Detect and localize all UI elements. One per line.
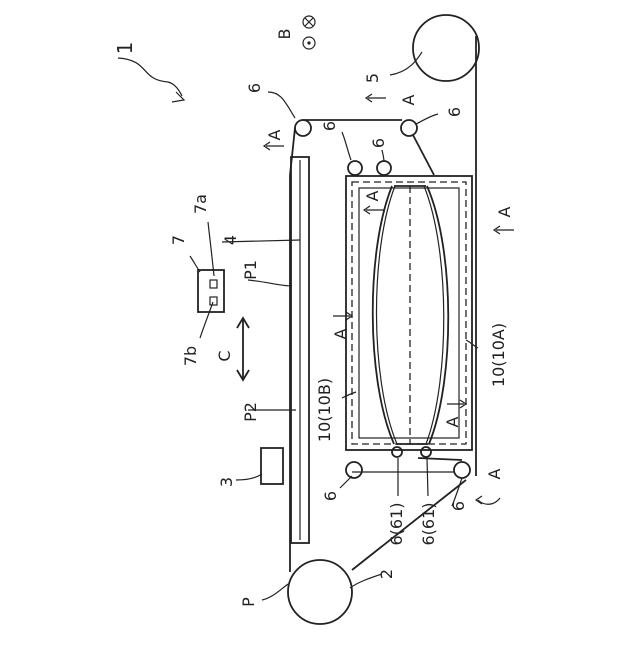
label-a-loop: A: [363, 190, 382, 201]
guide-roller-61-b: [421, 447, 431, 457]
label-6-d: 6: [369, 138, 388, 148]
cross-symbol-x: [305, 18, 313, 26]
label-a-right: A: [495, 206, 514, 217]
label-a-mid: A: [331, 328, 350, 339]
component-3-box: [261, 448, 283, 484]
label-b: B: [275, 29, 294, 40]
label-a-bottom: A: [485, 468, 504, 479]
component-7a-part: [210, 280, 217, 288]
label-6-61-b: 6(61): [419, 502, 438, 545]
arrow-a-bottom-head: [476, 496, 482, 504]
label-7b: 7b: [181, 346, 200, 366]
guide-roller-6-a: [295, 120, 311, 136]
label-5: 5: [363, 73, 382, 83]
label-6-a: 6: [245, 83, 264, 93]
label-1-leader: [118, 58, 182, 96]
guide-roller-6-e: [346, 462, 362, 478]
leader-7: [190, 256, 200, 272]
label-1: 1: [113, 42, 137, 55]
leader-7b: [200, 302, 213, 338]
leader-p: [262, 584, 288, 600]
leader-6-b: [416, 114, 438, 124]
guide-roller-6-b: [401, 120, 417, 136]
belt-lower-return: [352, 480, 466, 570]
label-4: 4: [221, 235, 240, 245]
leader-61-b: [427, 458, 428, 496]
label-6-61-a: 6(61): [387, 502, 406, 545]
guide-roller-6-c: [348, 161, 362, 175]
leader-10b: [342, 392, 356, 398]
roller-5: [413, 15, 479, 81]
component-7b-part: [210, 297, 217, 305]
label-10a: 10(10A): [489, 323, 508, 387]
guide-roller-6-f: [454, 462, 470, 478]
dot-symbol-center: [307, 41, 310, 44]
label-10b: 10(10B): [315, 378, 334, 442]
label-6-e: 6: [321, 491, 340, 501]
guide-roller-61-a: [392, 447, 402, 457]
unit-10A-frame: [346, 176, 472, 450]
guide-roller-6-d: [377, 161, 391, 175]
label-2: 2: [377, 569, 396, 579]
label-a-top: A: [399, 94, 418, 105]
leader-6-a: [268, 92, 295, 118]
label-p1: P1: [241, 260, 260, 280]
label-a-left: A: [265, 129, 284, 140]
label-6-f: 6: [449, 501, 468, 511]
label-6-b: 6: [445, 107, 464, 117]
label-1-arrowhead: [172, 92, 184, 102]
label-a-inner-bottom: A: [443, 416, 462, 427]
leader-6-c: [342, 132, 351, 160]
roller-2: [288, 560, 352, 624]
label-p: P: [239, 597, 258, 607]
label-3: 3: [217, 477, 236, 487]
label-7a: 7a: [191, 194, 210, 214]
loop-left-inner: [376, 186, 397, 444]
leader-3: [236, 474, 262, 480]
component-7-box: [198, 270, 224, 312]
leader-6-e: [340, 476, 352, 488]
belt-diag-upper: [413, 135, 434, 175]
label-7: 7: [169, 235, 188, 245]
leader-7a: [208, 222, 214, 276]
label-6-c: 6: [320, 121, 339, 131]
belt-bottom-span: [418, 458, 462, 460]
loop-right-outer: [427, 186, 448, 444]
label-c: C: [215, 350, 234, 361]
label-p2: P2: [241, 402, 260, 422]
